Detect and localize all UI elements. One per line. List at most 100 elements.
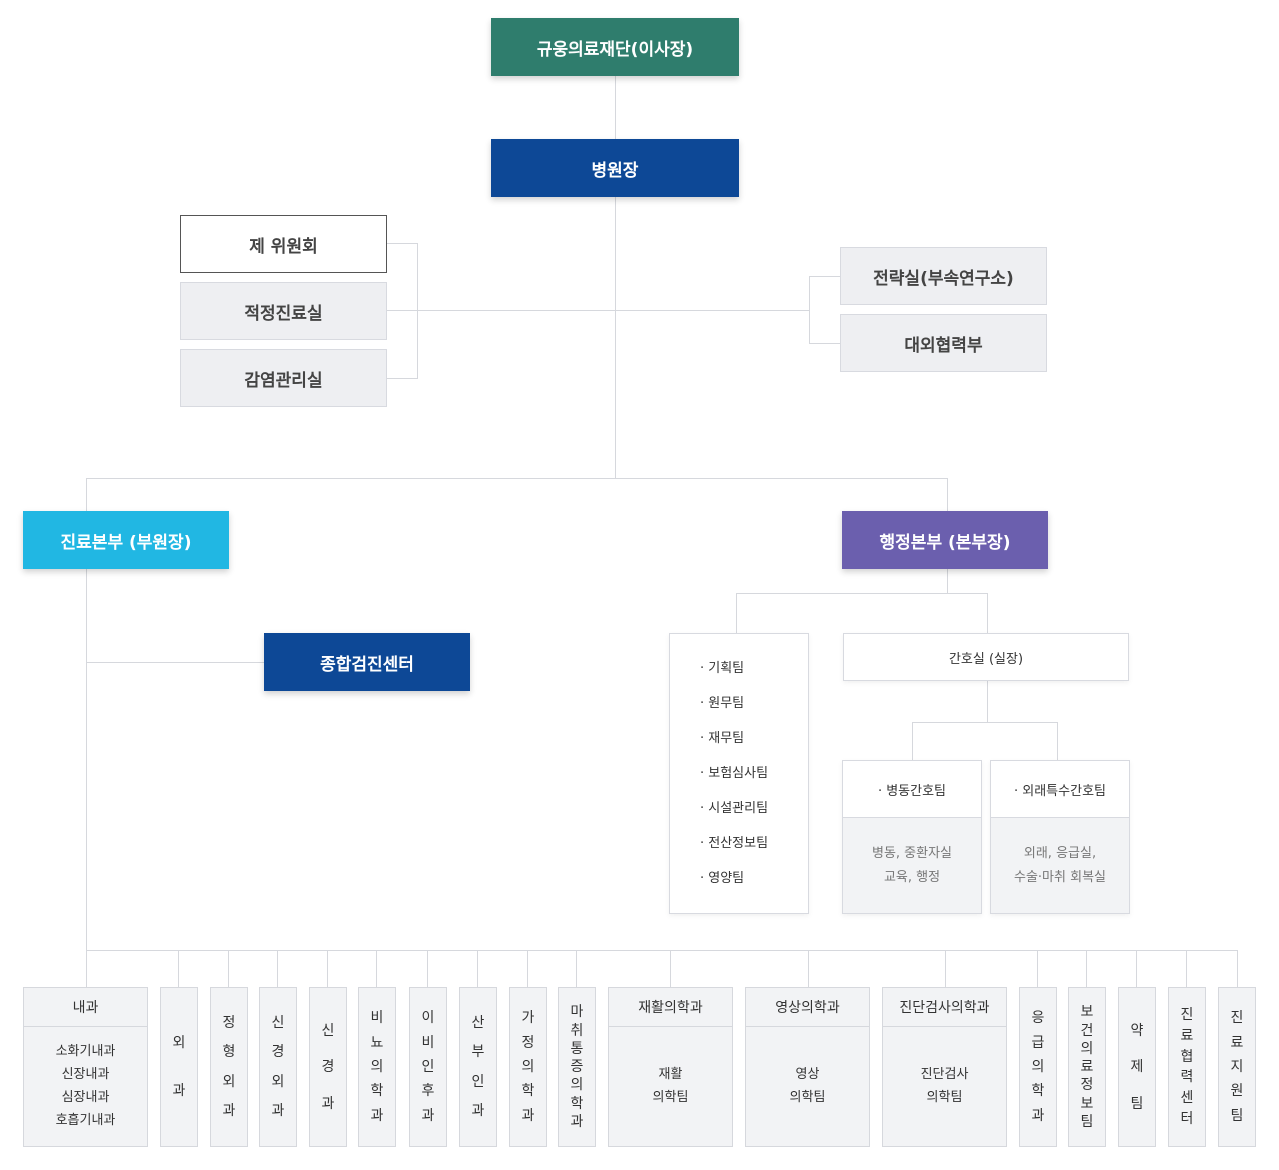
checkup-connector	[86, 662, 264, 663]
dept-radiology: 영상의학과 영상 의학팀	[745, 987, 870, 1147]
dept-emergency-char: 급	[1031, 1034, 1045, 1051]
dept-lab-medicine: 진단검사의학과 진단검사 의학팀	[882, 987, 1007, 1147]
dept-anesthesiology-char: 통	[570, 1040, 584, 1057]
strategy-office-label: 전략실(부속연구소)	[873, 268, 1014, 289]
dept-neurology-char: 신	[321, 1022, 335, 1039]
dept-radiology-body: 영상 의학팀	[746, 1027, 869, 1145]
proper-care-office-box: 적정진료실	[180, 282, 387, 340]
subdept-nephro: 신장내과	[61, 1067, 110, 1082]
dept-emergency-char: 의	[1031, 1058, 1045, 1075]
dept-drop-line	[945, 950, 946, 987]
dept-orthopedics-char: 외	[222, 1073, 236, 1090]
director-label: 병원장	[591, 160, 639, 181]
outpatient-nursing-line-1: 외래, 응급실,	[1023, 845, 1097, 861]
right-bracket-bottom	[809, 343, 841, 344]
team-finance: 재무팀	[700, 726, 808, 761]
checkup-center-box: 종합검진센터	[264, 633, 470, 691]
dept-medical-support-char: 지	[1230, 1058, 1244, 1075]
dept-anesthesiology-char: 취	[570, 1022, 584, 1039]
dept-drop-line	[1237, 950, 1238, 987]
dept-health-info-char: 보	[1080, 1095, 1094, 1112]
dept-neurosurgery-char: 과	[271, 1102, 285, 1119]
nursing-split-line	[912, 722, 1058, 723]
medical-hq-label: 진료본부 (부원장)	[60, 532, 192, 553]
dept-drop-line	[376, 950, 377, 987]
teams-drop	[736, 593, 737, 634]
dept-family-medicine-char: 학	[521, 1083, 535, 1100]
dept-drop-line	[1136, 950, 1137, 987]
dept-urology-char: 학	[370, 1083, 384, 1100]
dept-family-medicine-char: 의	[521, 1058, 535, 1075]
dept-pharmacy-char: 제	[1130, 1059, 1144, 1075]
dept-drop-line	[670, 950, 671, 987]
dept-lab-medicine-title: 진단검사의학과	[883, 988, 1006, 1027]
dept-lab-medicine-line-1: 진단검사	[920, 1067, 969, 1082]
hq-split-line	[86, 478, 948, 479]
right-bracket-top	[809, 276, 841, 277]
dept-urology-char: 비	[370, 1010, 384, 1027]
team-planning: 기획팀	[700, 656, 808, 691]
dept-drop-line	[86, 950, 87, 987]
subdept-gastro: 소화기내과	[55, 1044, 116, 1059]
dept-radiology-line-1: 영상	[795, 1067, 820, 1082]
outpatient-drop	[1057, 722, 1058, 761]
left-bracket-vertical	[417, 243, 418, 379]
committees-box: 제 위원회	[180, 215, 387, 273]
dept-anesthesiology-char: 마	[570, 1004, 584, 1021]
dept-family-medicine-char: 과	[521, 1107, 535, 1124]
outpatient-nursing-line-2: 수술·마취 회복실	[1014, 869, 1106, 885]
nursing-drop	[987, 593, 988, 634]
main-trunk-line	[615, 76, 616, 478]
dept-anesthesiology-char: 의	[570, 1077, 584, 1094]
dept-obgyn-char: 과	[471, 1102, 485, 1119]
dept-referral-center-char: 력	[1180, 1069, 1194, 1086]
dept-health-info-char: 료	[1080, 1059, 1094, 1075]
dept-drop-line	[327, 950, 328, 987]
team-patient-affairs: 원무팀	[700, 691, 808, 726]
dept-rehab-title: 재활의학과	[609, 988, 732, 1027]
ward-nursing-line-2: 교육, 행정	[883, 869, 941, 885]
admin-trunk-line	[947, 569, 948, 594]
left-bracket-bottom	[387, 378, 417, 379]
dept-medical-support-char: 원	[1230, 1083, 1244, 1100]
dept-urology-char: 과	[370, 1107, 384, 1124]
ward-nursing-line-1: 병동, 중환자실	[871, 845, 953, 861]
dept-pharmacy-char: 약	[1130, 1022, 1144, 1039]
admin-hq-box: 행정본부 (본부장)	[842, 511, 1048, 569]
subdept-pulmo: 호흡기내과	[55, 1113, 116, 1128]
director-box: 병원장	[491, 139, 739, 197]
admin-split-line	[736, 593, 988, 594]
dept-ent-char: 후	[421, 1083, 435, 1100]
right-bracket-vertical	[809, 276, 810, 343]
dept-family-medicine-char: 가	[521, 1010, 535, 1027]
external-relations-label: 대외협력부	[904, 335, 983, 356]
staff-connector-line	[387, 310, 810, 311]
dept-obgyn-char: 산	[471, 1015, 485, 1032]
team-nutrition: 영양팀	[700, 866, 808, 901]
dept-ent-char: 비	[421, 1034, 435, 1051]
dept-drop-line	[427, 950, 428, 987]
medical-trunk-line	[86, 569, 87, 951]
dept-pharmacy-char: 팀	[1130, 1095, 1144, 1112]
dept-radiology-title: 영상의학과	[746, 988, 869, 1027]
dept-referral-center-char: 터	[1180, 1111, 1194, 1128]
outpatient-nursing-head: 외래특수간호팀	[991, 761, 1129, 818]
dept-medical-support-char: 료	[1230, 1034, 1244, 1051]
dept-internal-medicine-title: 내과	[24, 988, 147, 1027]
dept-anesthesiology-char: 증	[570, 1059, 584, 1075]
dept-orthopedics-char: 형	[222, 1044, 236, 1061]
dept-internal-medicine-subs: 소화기내과 신장내과 심장내과 호흡기내과	[24, 1027, 147, 1145]
medical-hq-box: 진료본부 (부원장)	[23, 511, 229, 569]
dept-drop-line	[576, 950, 577, 987]
dept-drop-line	[277, 950, 278, 987]
